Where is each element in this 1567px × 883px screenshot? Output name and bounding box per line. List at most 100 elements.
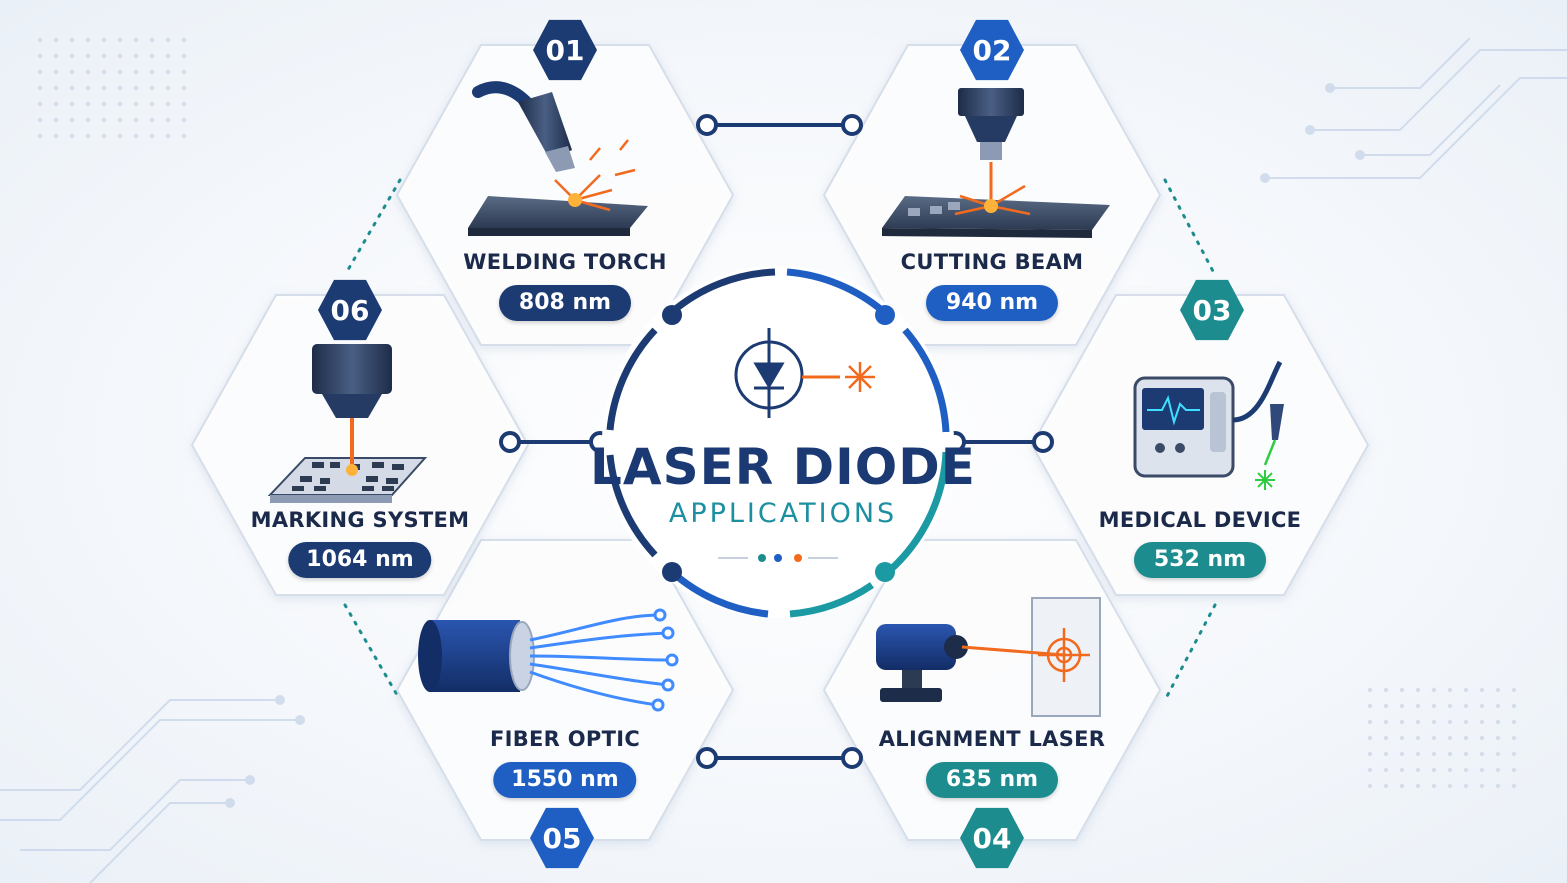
grid-dot [1415,767,1421,773]
grid-dot [1415,687,1421,693]
application-label: MARKING SYSTEM [250,508,470,532]
connector-node [696,114,718,136]
grid-dot [117,69,123,75]
application-label: ALIGNMENT LASER [878,727,1106,751]
grid-dot [1431,783,1437,789]
grid-dot [1495,703,1501,709]
grid-dot [69,101,75,107]
grid-dot [1367,767,1373,773]
grid-dot [181,117,187,123]
center-dots-decoration [718,554,838,562]
number-badge: 04 [960,807,1024,869]
wavelength-pill: 1064 nm [288,542,432,578]
application-label: MEDICAL DEVICE [1098,508,1302,532]
grid-dot [117,133,123,139]
grid-dot [181,133,187,139]
grid-dot [1479,783,1485,789]
grid-dot [1367,703,1373,709]
grid-dot [149,117,155,123]
number-badge: 02 [960,19,1024,81]
grid-dot [69,53,75,59]
grid-dot [133,85,139,91]
grid-dot [101,101,107,107]
grid-dot [1415,783,1421,789]
grid-dot [1511,751,1517,757]
grid-dot [1495,767,1501,773]
grid-dot [1479,735,1485,741]
grid-dot [1495,719,1501,725]
grid-dot [1431,687,1437,693]
grid-dot [1383,735,1389,741]
grid-dot [37,101,43,107]
grid-dot [85,53,91,59]
grid-dot [1431,767,1437,773]
grid-dot [85,37,91,43]
grid-dot [69,37,75,43]
grid-dot [85,117,91,123]
grid-dot [37,69,43,75]
grid-dot [69,85,75,91]
connector-node [499,431,521,453]
grid-dot [85,69,91,75]
grid-dot [117,37,123,43]
wavelength-pill: 940 nm [926,285,1058,321]
grid-dot [1383,719,1389,725]
grid-dot [1415,719,1421,725]
fiber-optic-icon [418,608,679,712]
grid-dot [1415,751,1421,757]
grid-dot [149,101,155,107]
grid-dot [69,117,75,123]
grid-dot [101,69,107,75]
grid-dot [1463,767,1469,773]
grid-dot [101,37,107,43]
connector-node [841,747,863,769]
laser-diode-icon [734,328,875,418]
number-badge: 01 [533,19,597,81]
grid-dot [117,101,123,107]
grid-dot [37,85,43,91]
grid-dot [1431,703,1437,709]
grid-dot [101,53,107,59]
connector-node [841,114,863,136]
grid-dot [1383,751,1389,757]
grid-dot [1431,735,1437,741]
grid-dot [133,53,139,59]
grid-dot [1447,719,1453,725]
grid-dot [1415,735,1421,741]
hexagon-01 [396,44,734,346]
grid-dot [1383,783,1389,789]
grid-dot [1447,783,1453,789]
grid-dot [149,53,155,59]
grid-dot [1511,735,1517,741]
grid-dot [37,117,43,123]
grid-dot [1399,783,1405,789]
grid-dot [165,85,171,91]
grid-dot [53,69,59,75]
grid-dot [117,85,123,91]
wavelength-pill: 532 nm [1134,542,1266,578]
grid-dot [1431,751,1437,757]
grid-dot [133,133,139,139]
grid-dot [1495,783,1501,789]
grid-dot [181,53,187,59]
grid-dot [133,37,139,43]
grid-dot [53,53,59,59]
grid-dot [1383,767,1389,773]
grid-dot [85,85,91,91]
grid-dot [1399,735,1405,741]
grid-dot [165,133,171,139]
application-label: CUTTING BEAM [900,250,1084,274]
wavelength-pill: 635 nm [926,762,1058,798]
grid-dot [181,37,187,43]
grid-dot [37,37,43,43]
hexagon-06 [191,294,529,596]
alignment-laser-icon [876,597,1101,717]
grid-dot [1383,687,1389,693]
grid-dot [133,69,139,75]
grid-dot [1463,783,1469,789]
diagram-title: LASER DIODE [590,438,976,496]
grid-dot [1463,703,1469,709]
grid-dot [1399,687,1405,693]
grid-dot [1367,783,1373,789]
grid-dot [1479,751,1485,757]
